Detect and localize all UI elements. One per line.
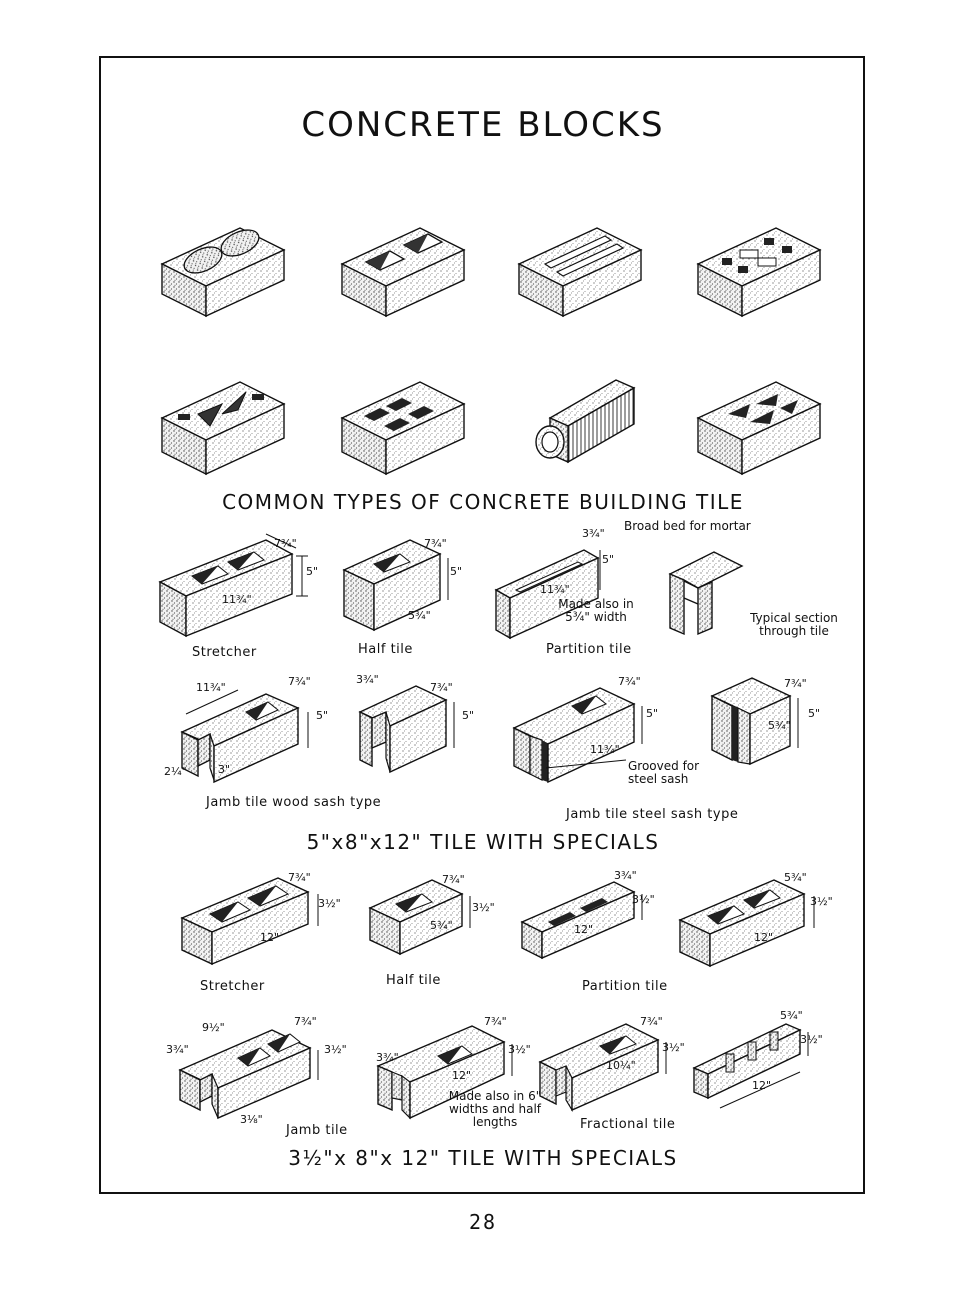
tile-3-fractional-notched [538,1023,667,1113]
dim-5: 5" [808,707,821,720]
block-diamond-core [696,381,822,476]
dim-3-1-2: 3½" [508,1043,531,1056]
tile-5-jamb-steel [512,687,643,784]
dim-5: 5" [316,709,329,722]
dim-5-3-4: 5¾" [430,919,453,932]
dim-3-1-2: 3½" [318,897,341,910]
dim-3-3-4: 3¾" [614,869,637,882]
tile-5-half [342,539,449,632]
dim-7-3-4: 7¾" [288,871,311,884]
dim-3: 3" [218,763,231,776]
dim-5-3-4: 5¾" [780,1009,803,1022]
tile-3-jamb-half [376,1025,513,1120]
tile-5-jamb-steel-half [710,677,799,766]
dim-3-1-2: 3½" [472,901,495,914]
dim-5: 5" [306,565,319,578]
dim-7-3-4: 7¾" [424,537,447,550]
dim-3-1-2: 3½" [810,895,833,908]
dim-7-3-4: 7¾" [618,675,641,688]
dim-5: 5" [462,709,475,722]
tile-3-stretcher [180,877,319,966]
label-half-tile: Half tile [358,642,413,657]
common-types-heading: COMMON TYPES OF CONCRETE BUILDING TILE [222,490,744,514]
page-title: CONCRETE BLOCKS [301,105,665,145]
dim-3-1-2: 3½" [800,1033,823,1046]
dim-3-3-4: 3¾" [356,673,379,686]
page-number: 28 [468,1210,498,1234]
dim-9-1-2: 9½" [202,1021,225,1034]
label-jamb-steel: Jamb tile steel sash type [566,807,739,822]
dim-2-1-4: 2¼" [164,765,187,778]
label-partition-tile-3: Partition tile [582,979,668,994]
dim-11-3-4: 11¾" [590,743,620,756]
block-slotted [517,227,643,318]
dim-12: 12" [452,1069,472,1082]
note-made-also: Made also in 5¾" width [558,597,634,624]
block-two-oval-core [160,227,286,318]
dim-3-1-8: 3⅛" [240,1113,263,1126]
dim-3-3-4: 3¾" [166,1043,189,1056]
set-5x8x12-heading: 5"x8"x12" TILE WITH SPECIALS [306,830,660,854]
label-half-tile-3: Half tile [386,973,441,988]
tile-5-jamb-wood [180,689,309,784]
note-grooved: Grooved for steel sash [628,759,700,786]
block-two-square-core [340,227,466,318]
note-made-also-6: Made also in 6" widths and half lengths [448,1089,542,1129]
dim-7-3-4: 7¾" [640,1015,663,1028]
note-broad-bed: Broad bed for mortar [624,519,751,533]
dim-5-3-4: 5¾" [768,719,791,732]
block-corrugated-pipe [535,379,636,464]
dim-7-3-4: 7¾" [430,681,453,694]
dim-12: 12" [574,923,594,936]
dim-3-3-4: 3¾" [376,1051,399,1064]
block-four-core [340,381,466,476]
dim-10-1-4: 10¼" [606,1059,636,1072]
page-frame [99,56,865,1194]
dim-5: 5" [602,553,615,566]
dim-11-3-4: 11¾" [540,583,570,596]
dim-11-3-4: 11¾" [222,593,252,606]
dim-11-3-4: 11¾" [196,681,226,694]
block-multi-core [696,227,822,318]
dim-3-1-2: 3½" [662,1041,685,1054]
tile-3-partition [520,881,643,960]
dim-7-3-4: 7¾" [484,1015,507,1028]
dim-7-3-4: 7¾" [294,1015,317,1028]
dim-7-3-4: 7¾" [442,873,465,886]
dim-5: 5" [646,707,659,720]
tile-5-stretcher [158,533,308,638]
label-fractional-tile: Fractional tile [580,1117,676,1132]
dim-7-3-4: 7¾" [288,675,311,688]
block-triangle-core [160,381,286,476]
label-jamb-wood: Jamb tile wood sash type [206,795,382,810]
dim-5: 5" [450,565,463,578]
tile-5-jamb-half [358,685,455,774]
tile-5-partition [494,549,601,640]
label-stretcher: Stretcher [192,645,257,660]
label-typical-section: Typical section through tile [750,611,838,638]
dim-12: 12" [754,931,774,944]
label-jamb-tile: Jamb tile [286,1123,348,1138]
label-stretcher-3: Stretcher [200,979,265,994]
dim-5-3-4: 5¾" [784,871,807,884]
dim-7-3-4: 7¾" [784,677,807,690]
dim-12: 12" [260,931,280,944]
dim-5-3-4: 5¾" [408,609,431,622]
tile-3-jamb [178,1029,319,1120]
dim-3-1-2: 3½" [632,893,655,906]
dim-3-3-4: 3¾" [582,527,605,540]
tile-typical-section [668,551,744,636]
tile-3-stretcher-alt [678,879,815,968]
dim-3-1-2: 3½" [324,1043,347,1056]
dim-12: 12" [752,1079,772,1092]
dim-7-3-4: 7¾" [274,537,297,550]
set-3x8x12-heading: 3½"x 8"x 12" TILE WITH SPECIALS [288,1146,678,1170]
tile-3-half [368,879,471,956]
label-partition-tile: Partition tile [546,642,632,657]
tile-3-fractional [692,1023,809,1109]
